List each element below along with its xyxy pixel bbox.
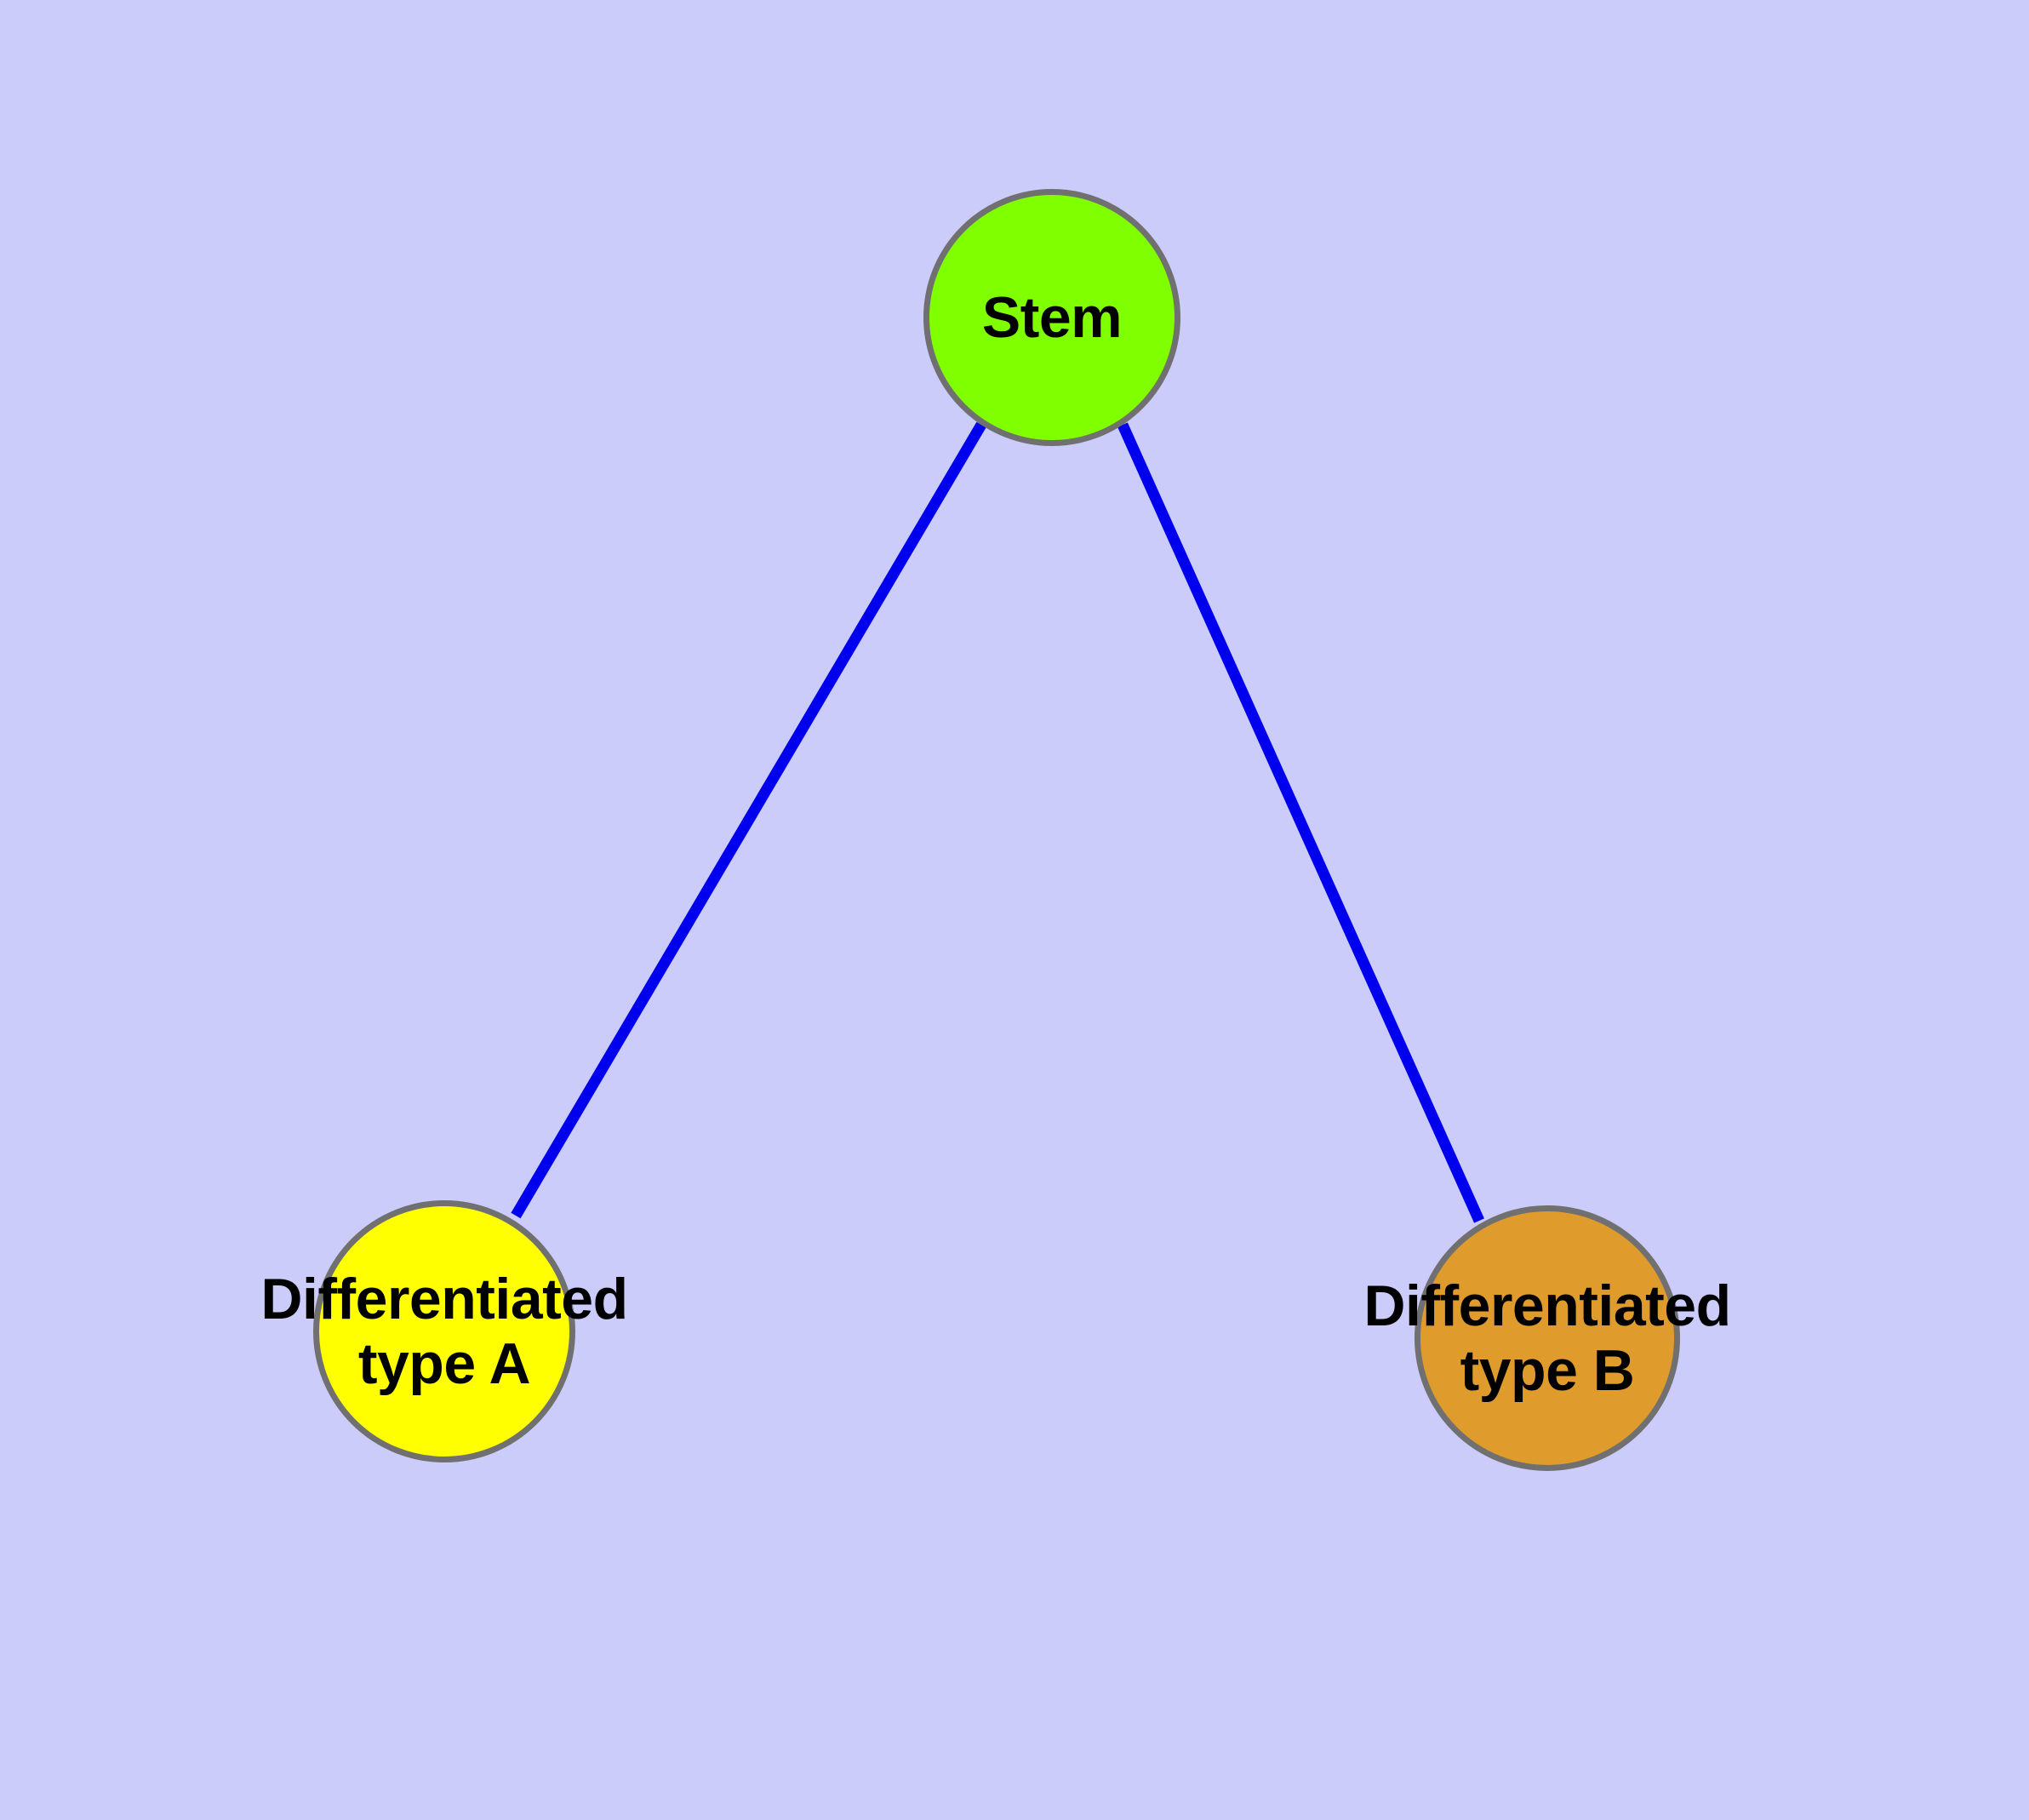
node-circle-diff-b[interactable] <box>1415 1205 1680 1471</box>
edges-layer <box>511 421 1484 1223</box>
nodes-layer <box>313 189 1680 1471</box>
edge-stem-to-diff-a[interactable] <box>511 421 986 1219</box>
node-circle-stem[interactable] <box>923 189 1180 446</box>
node-circle-diff-a[interactable] <box>313 1200 575 1462</box>
edge-stem-to-diff-b[interactable] <box>1117 422 1484 1223</box>
